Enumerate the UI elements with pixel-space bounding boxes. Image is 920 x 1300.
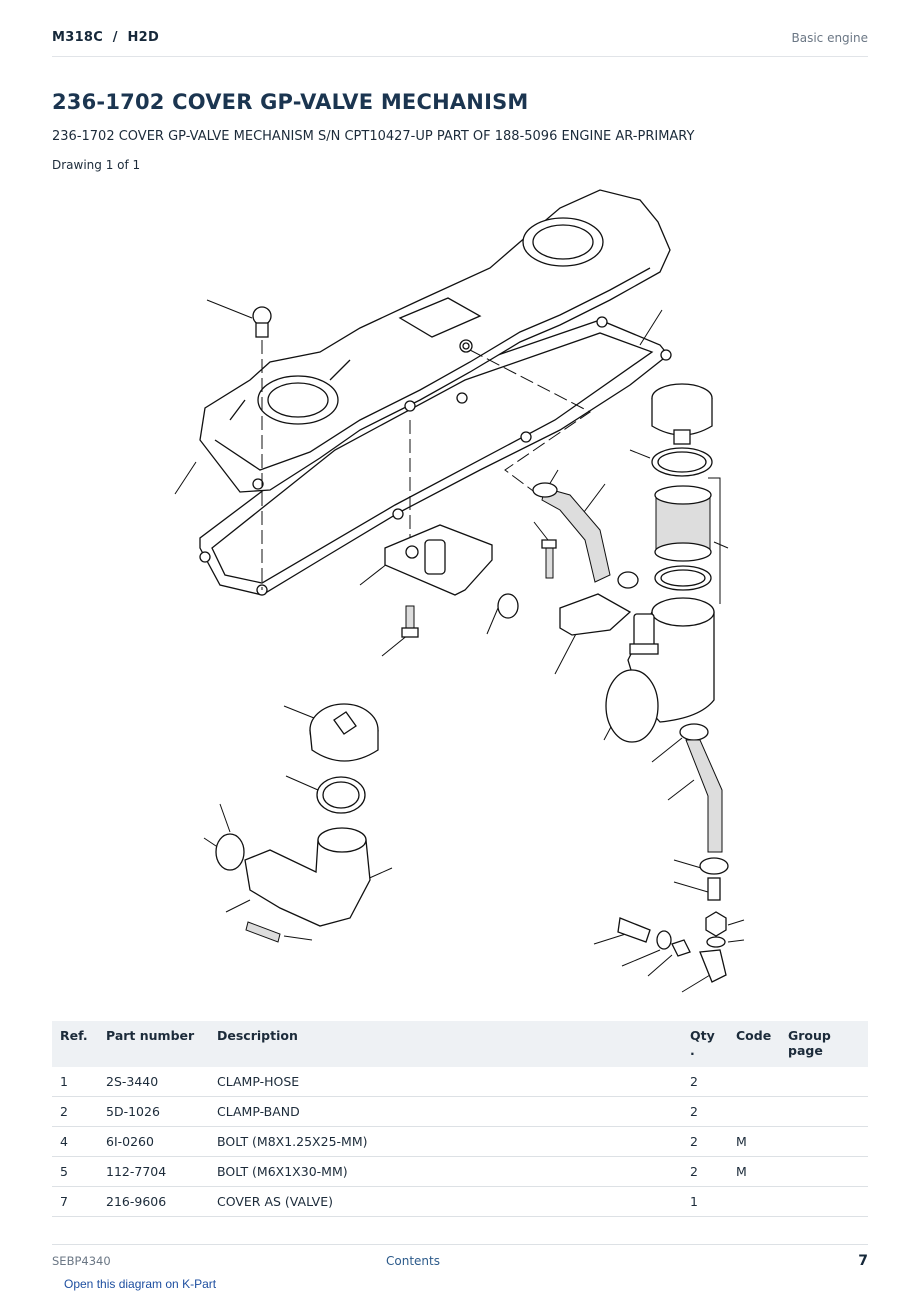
open-diagram-kpart-link[interactable]: Open this diagram on K-Part (64, 1277, 217, 1291)
cell-description: COVER AS (VALVE) (209, 1186, 682, 1217)
table-row: 2 5D-1026 CLAMP-BAND 2 (52, 1096, 868, 1127)
cell-group-page (780, 1067, 868, 1097)
table-row: 4 6I-0260 BOLT (M8X1.25X25-MM) 2 M (52, 1126, 868, 1157)
oil-filler-tube (244, 839, 371, 927)
table-row: 7 216-9606 COVER AS (VALVE) 1 (52, 1186, 868, 1217)
column-header-group-page: Group page (780, 1021, 868, 1067)
cell-description: BOLT (M6X1X30-MM) (209, 1156, 682, 1187)
cell-part-number: 6I-0260 (98, 1126, 209, 1157)
page-title: 236-1702 COVER GP-VALVE MECHANISM (52, 90, 529, 114)
exploded-parts-diagram (174, 189, 745, 993)
cell-code (728, 1067, 780, 1097)
cell-description: BOLT (M8X1.25X25-MM) (209, 1126, 682, 1157)
cell-ref: 7 (52, 1186, 98, 1217)
parts-table: Ref. Part number Description Qty . Code … (52, 1021, 868, 1217)
cell-ref: 4 (52, 1126, 98, 1157)
cell-code (728, 1186, 780, 1217)
page-header: M318C / H2D Basic engine (52, 26, 868, 57)
cell-ref: 5 (52, 1156, 98, 1187)
page-subtitle: 236-1702 COVER GP-VALVE MECHANISM S/N CP… (52, 129, 695, 144)
cell-part-number: 5D-1026 (98, 1096, 209, 1127)
document-id: SEBP4340 (52, 1254, 111, 1268)
cell-description: CLAMP-BAND (209, 1096, 682, 1127)
contents-link[interactable]: Contents (386, 1254, 440, 1268)
machine-model: M318C / H2D (52, 30, 160, 45)
cell-group-page (780, 1126, 868, 1157)
cell-qty: 2 (682, 1067, 728, 1097)
cell-qty: 2 (682, 1126, 728, 1157)
table-row: 5 112-7704 BOLT (M6X1X30-MM) 2 M (52, 1156, 868, 1187)
cell-part-number: 216-9606 (98, 1186, 209, 1217)
column-header-ref: Ref. (52, 1021, 98, 1067)
column-header-description: Description (209, 1021, 682, 1067)
cell-group-page (780, 1156, 868, 1187)
cell-qty: 1 (682, 1186, 728, 1217)
cell-part-number: 112-7704 (98, 1156, 209, 1187)
cell-qty: 2 (682, 1096, 728, 1127)
page-footer: SEBP4340 Contents 7 (52, 1244, 868, 1275)
cell-group-page (780, 1186, 868, 1217)
cell-ref: 1 (52, 1067, 98, 1097)
cell-description: CLAMP-HOSE (209, 1067, 682, 1097)
page-number: 7 (858, 1253, 868, 1269)
cell-code: M (728, 1156, 780, 1187)
cell-qty: 2 (682, 1156, 728, 1187)
column-header-qty: Qty . (682, 1021, 728, 1067)
column-header-code: Code (728, 1021, 780, 1067)
table-row: 1 2S-3440 CLAMP-HOSE 2 (52, 1067, 868, 1097)
section-name: Basic engine (791, 31, 868, 45)
drawing-count: Drawing 1 of 1 (52, 158, 141, 172)
table-header-row: Ref. Part number Description Qty . Code … (52, 1021, 868, 1067)
upper-hose (541, 487, 611, 583)
column-header-part-number: Part number (98, 1021, 209, 1067)
cell-code: M (728, 1126, 780, 1157)
cell-part-number: 2S-3440 (98, 1067, 209, 1097)
cell-group-page (780, 1096, 868, 1127)
cell-ref: 2 (52, 1096, 98, 1127)
cell-code (728, 1096, 780, 1127)
